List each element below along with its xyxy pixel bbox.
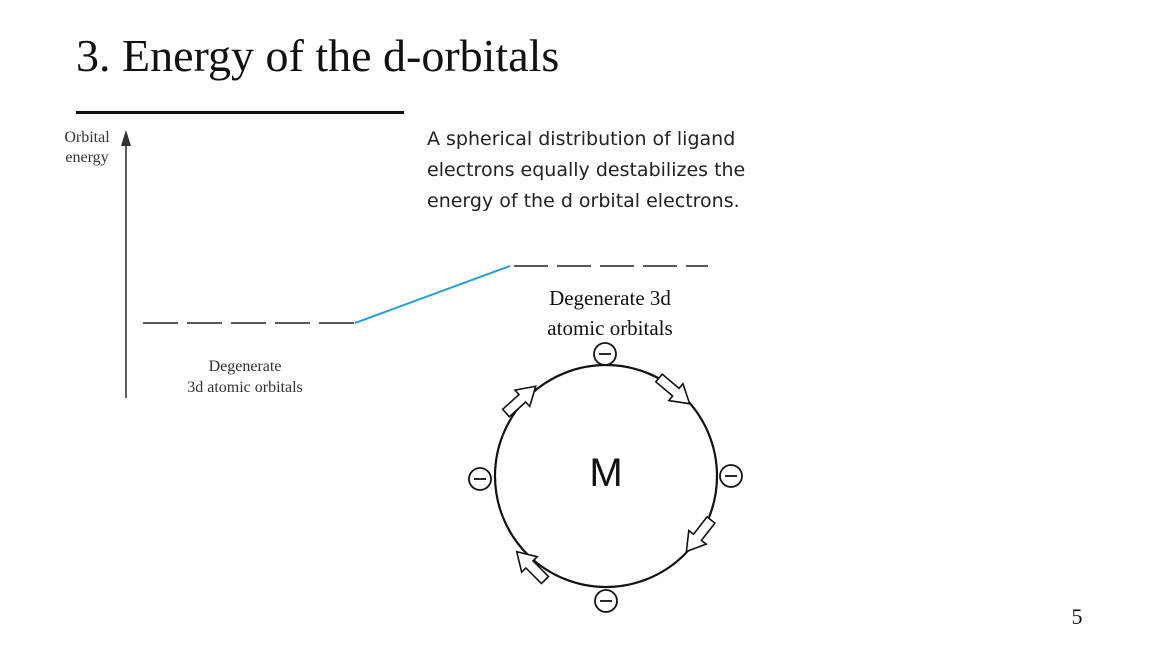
axis-label-line-1: Orbital — [64, 129, 110, 146]
description-text: A spherical distribution of ligand elect… — [427, 124, 807, 217]
description-line-1: A spherical distribution of ligand — [427, 128, 736, 150]
free-ion-orbitals-caption: Degenerate 3d atomic orbitals — [160, 357, 330, 399]
description-line-2: electrons equally destabilizes the — [427, 159, 746, 181]
caption-right-line-1: Degenerate 3d — [549, 286, 671, 310]
ligand-charge-right — [719, 464, 743, 488]
arrow-upper-right — [654, 373, 691, 405]
caption-left-line-1: Degenerate — [208, 358, 282, 375]
ligand-charges — [468, 342, 743, 613]
metal-center-label: M — [589, 451, 623, 495]
page-number: 5 — [1071, 604, 1083, 629]
title-underline — [76, 111, 404, 114]
energy-axis-arrowhead — [121, 130, 131, 146]
description-line-3: energy of the d orbital electrons. — [427, 190, 740, 212]
arrow-lower-right — [685, 515, 717, 553]
arrow-upper-left — [501, 385, 537, 418]
ligand-charge-bottom — [594, 589, 618, 613]
ligand-charge-left — [468, 467, 492, 491]
axis-label-line-2: energy — [65, 149, 109, 166]
slide-title: 3. Energy of the d-orbitals — [76, 30, 560, 81]
ligand-charge-top — [593, 342, 617, 366]
caption-left-line-2: 3d atomic orbitals — [187, 378, 303, 396]
orbital-energy-axis-label: Orbital energy — [56, 128, 118, 168]
destabilized-orbitals-caption: Degenerate 3d atomic orbitals — [510, 283, 710, 344]
arrow-lower-left — [515, 550, 550, 585]
destabilization-arrows — [501, 373, 717, 585]
destabilization-connector — [354, 265, 511, 324]
caption-right-line-2: atomic orbitals — [547, 316, 673, 341]
